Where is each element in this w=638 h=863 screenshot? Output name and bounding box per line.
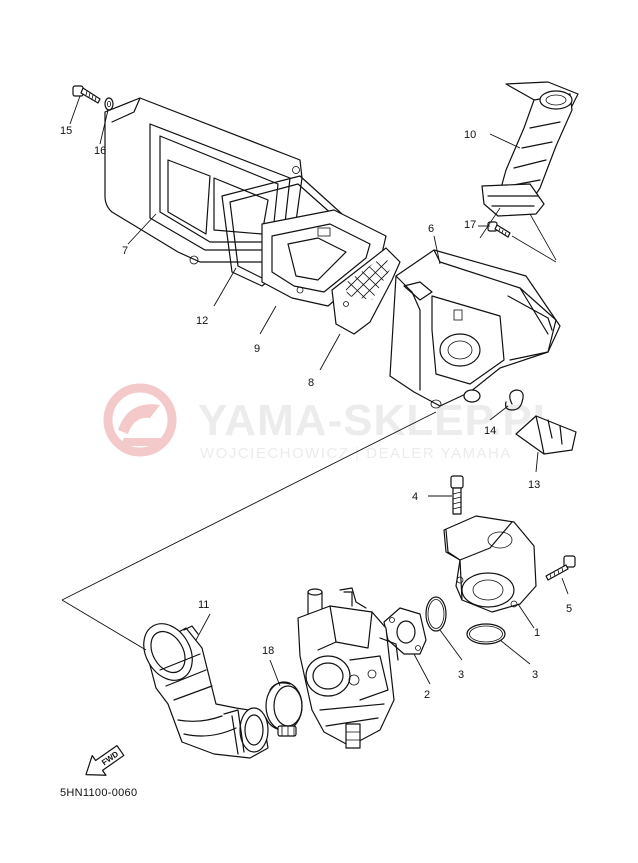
part-oring-3b (466, 623, 506, 645)
diagram-code: 5HN1100-0060 (60, 787, 137, 799)
part-manifold-1 (443, 515, 537, 613)
part-hose-13 (515, 415, 577, 455)
callout-2: 2 (424, 689, 430, 701)
assembly-line (61, 411, 437, 651)
watermark-title: YAMA-SKLEP.PL (198, 396, 561, 445)
callout-3a: 3 (458, 669, 464, 681)
watermark: YAMA-SKLEP.PL WOJCIECHOWICZ | DEALER YAM… (103, 383, 561, 462)
part-bolt-5 (545, 555, 576, 581)
callout-18: 18 (262, 645, 274, 657)
callout-5: 5 (566, 603, 572, 615)
callouts: 15 16 7 12 9 8 6 17 10 14 13 4 5 1 3 3 2… (60, 125, 572, 701)
callout-12: 12 (196, 315, 208, 327)
callout-8: 8 (308, 377, 314, 389)
callout-13: 13 (528, 479, 540, 491)
watermark-subtitle: WOJCIECHOWICZ | DEALER YAMAHA (200, 445, 512, 462)
callout-9: 9 (254, 343, 260, 355)
carburetor (297, 587, 399, 749)
part-hose-11 (143, 623, 269, 759)
callout-15: 15 (60, 125, 72, 137)
callout-4: 4 (412, 491, 418, 503)
callout-3b: 3 (532, 669, 538, 681)
part-clamp-18 (265, 681, 303, 737)
part-bolt-15 (72, 85, 101, 104)
part-cover-7 (104, 97, 303, 265)
part-bolt-4 (450, 475, 464, 515)
callout-6: 6 (428, 223, 434, 235)
leader-lines (69, 95, 569, 687)
callout-16: 16 (94, 145, 106, 157)
callout-11: 11 (198, 599, 209, 611)
part-duct-10 (481, 81, 579, 217)
callout-1: 1 (534, 627, 540, 639)
part-clip-14 (505, 389, 524, 411)
part-oring-3a (425, 596, 447, 632)
part-screen-8 (331, 247, 401, 335)
callout-17: 17 (464, 219, 476, 231)
fwd-arrow: FWD (85, 745, 125, 776)
part-joint-2 (383, 607, 427, 655)
part-washer-16 (104, 97, 114, 111)
alignment-lines (479, 207, 557, 263)
watermark-logo (103, 383, 177, 457)
callout-14: 14 (484, 425, 496, 437)
part-bolt-17 (487, 221, 511, 238)
callout-7: 7 (122, 245, 128, 257)
callout-10: 10 (464, 129, 476, 141)
part-case-6 (389, 249, 561, 409)
